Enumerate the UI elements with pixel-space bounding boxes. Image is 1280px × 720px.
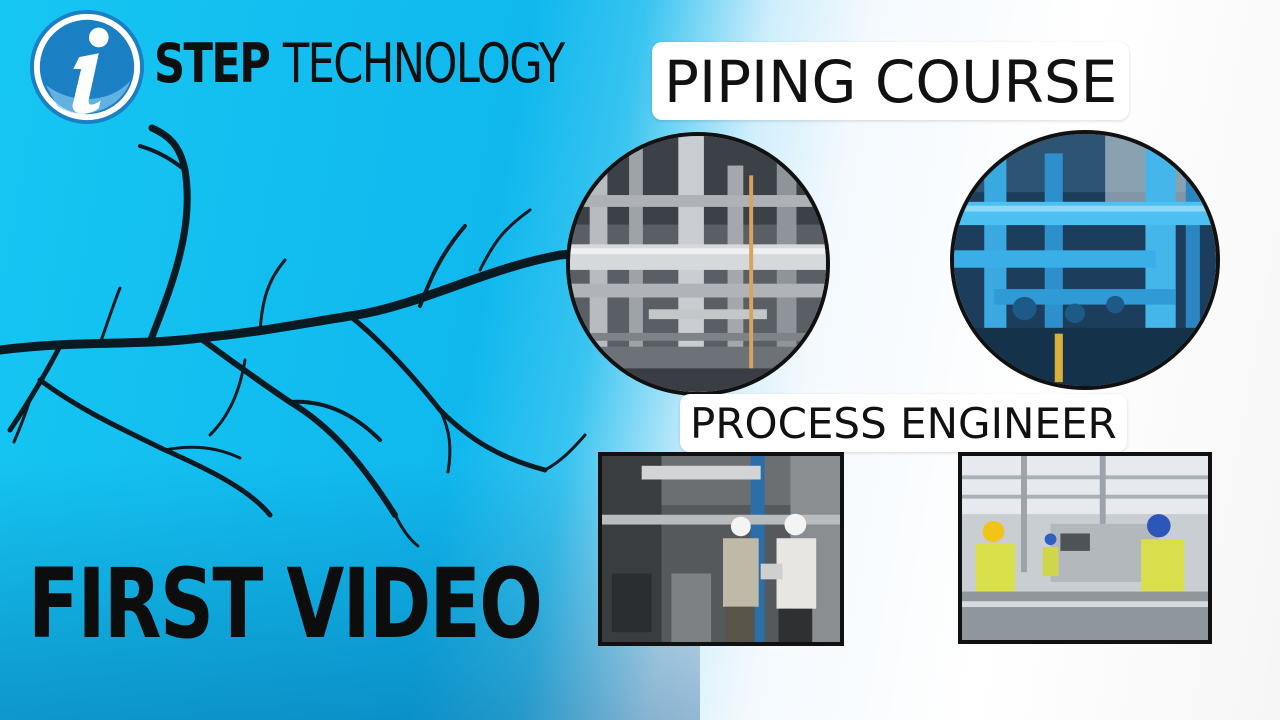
process-engineer-title: PROCESS ENGINEER	[680, 394, 1127, 452]
background-shade	[0, 460, 700, 720]
tree-branch-silhouette	[0, 124, 605, 548]
piping-course-title: PIPING COURSE	[652, 42, 1130, 120]
first-video-title: FIRST VIDEO	[28, 548, 543, 660]
silver-pipes-illustration	[570, 136, 826, 392]
engineers-inspecting-pipes-image	[598, 452, 844, 646]
brand-name-light: TECHNOLOGY	[282, 32, 566, 95]
factory-workers-illustration	[962, 456, 1208, 640]
silver-industrial-pipes-image	[566, 132, 830, 396]
blue-industrial-pipes-image	[950, 130, 1220, 390]
blue-pipes-illustration	[954, 134, 1216, 386]
brand-name: STEP TECHNOLOGY	[154, 32, 566, 95]
engineers-illustration	[602, 456, 840, 642]
workers-in-factory-line-image	[958, 452, 1212, 644]
brand-name-bold: STEP	[154, 32, 271, 95]
step-technology-logo	[29, 9, 145, 125]
